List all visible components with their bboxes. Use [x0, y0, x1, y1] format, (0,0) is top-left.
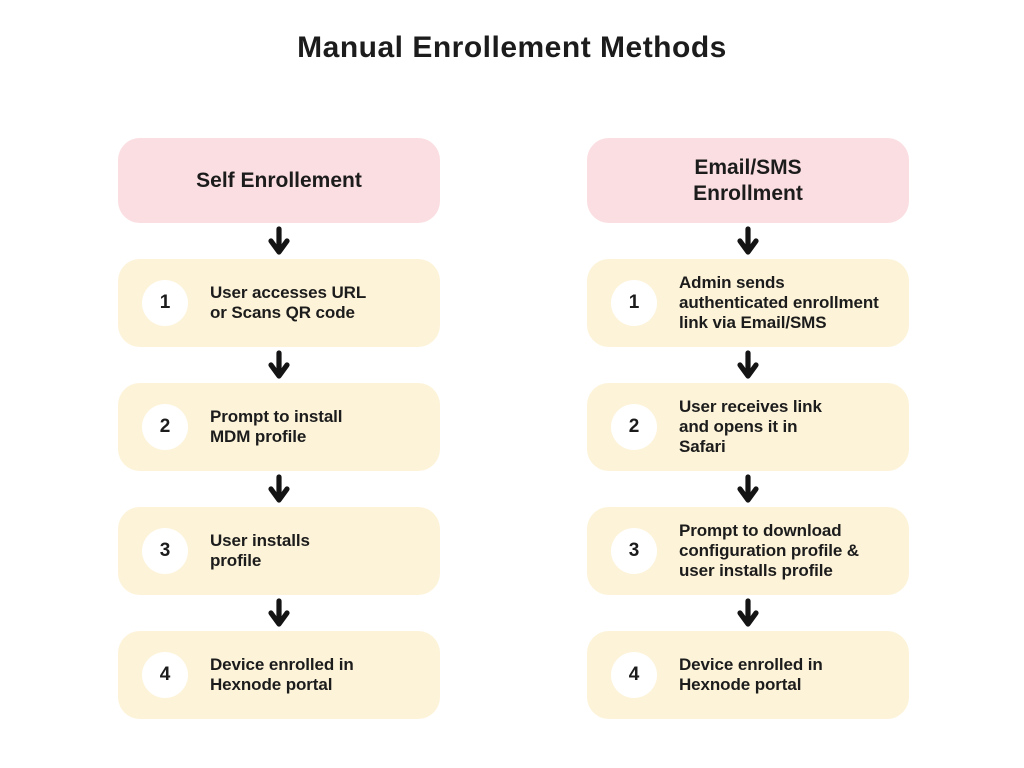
step-box: 2 Prompt to install MDM profile — [118, 383, 440, 471]
step-box: 3 Prompt to download configuration profi… — [587, 507, 909, 595]
step-number-badge: 4 — [142, 652, 188, 698]
step-text: Device enrolled in Hexnode portal — [210, 654, 354, 694]
step-number: 4 — [628, 664, 640, 685]
column-self-enrollment: Self Enrollement 1 User accesses URL or … — [118, 138, 440, 719]
step-text: Device enrolled in Hexnode portal — [679, 654, 823, 694]
step-box: 1 User accesses URL or Scans QR code — [118, 259, 440, 347]
step-box: 4 Device enrolled in Hexnode portal — [587, 631, 909, 719]
step-text: User installs profile — [210, 530, 310, 570]
step-number-badge: 2 — [611, 404, 657, 450]
step-number-badge: 3 — [611, 528, 657, 574]
column-email-sms-enrollment: Email/SMS Enrollment 1 Admin sends authe… — [587, 138, 909, 719]
down-arrow-icon — [587, 347, 909, 383]
step-text: Prompt to download configuration profile… — [679, 520, 859, 581]
step-box: 3 User installs profile — [118, 507, 440, 595]
step-number: 3 — [628, 540, 640, 561]
header-email-sms-enrollment: Email/SMS Enrollment — [587, 138, 909, 223]
step-text: User receives link and opens it in Safar… — [679, 396, 822, 457]
step-number: 2 — [159, 416, 171, 437]
step-number-badge: 1 — [142, 280, 188, 326]
down-arrow-icon — [118, 471, 440, 507]
down-arrow-icon — [118, 223, 440, 259]
step-text: Admin sends authenticated enrollment lin… — [679, 272, 879, 333]
step-box: 2 User receives link and opens it in Saf… — [587, 383, 909, 471]
step-text: User accesses URL or Scans QR code — [210, 282, 367, 322]
step-number-badge: 4 — [611, 652, 657, 698]
step-number: 3 — [159, 540, 171, 561]
step-number: 2 — [628, 416, 640, 437]
step-text: Prompt to install MDM profile — [210, 406, 343, 446]
step-number-badge: 1 — [611, 280, 657, 326]
down-arrow-icon — [118, 347, 440, 383]
step-number: 1 — [159, 292, 171, 313]
step-number: 1 — [628, 292, 640, 313]
step-number-badge: 2 — [142, 404, 188, 450]
down-arrow-icon — [587, 471, 909, 507]
header-label: Email/SMS Enrollment — [693, 155, 803, 205]
step-number-badge: 3 — [142, 528, 188, 574]
header-label: Self Enrollement — [196, 168, 362, 192]
down-arrow-icon — [587, 223, 909, 259]
down-arrow-icon — [587, 595, 909, 631]
step-number: 4 — [159, 664, 171, 685]
down-arrow-icon — [118, 595, 440, 631]
header-self-enrollment: Self Enrollement — [118, 138, 440, 223]
step-box: 4 Device enrolled in Hexnode portal — [118, 631, 440, 719]
step-box: 1 Admin sends authenticated enrollment l… — [587, 259, 909, 347]
page-title: Manual Enrollement Methods — [297, 31, 727, 64]
